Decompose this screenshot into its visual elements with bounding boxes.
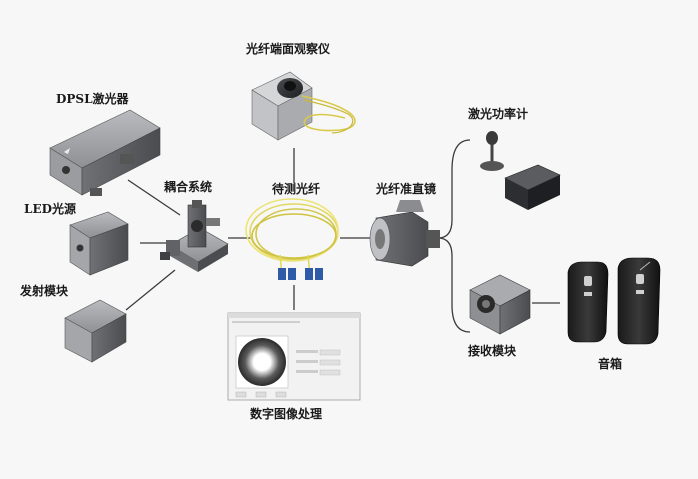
fiber-connectors bbox=[278, 268, 323, 280]
label-collimator: 光纤准直镜 bbox=[376, 182, 437, 196]
label-test-fiber: 待测光纤 bbox=[272, 182, 321, 196]
label-led-source: LED光源 bbox=[24, 202, 76, 216]
fiber-inspector-device bbox=[251, 71, 356, 141]
label-receive-module: 接收模块 bbox=[468, 344, 517, 358]
label-image-processing: 数字图像处理 bbox=[250, 407, 323, 421]
label-power-meter: 激光功率计 bbox=[468, 107, 529, 121]
receive-module-device bbox=[469, 274, 531, 335]
label-dpsl-laser: DPSL激光器 bbox=[56, 92, 129, 106]
label-coupling-system: 耦合系统 bbox=[164, 180, 213, 194]
label-speakers: 音箱 bbox=[598, 357, 623, 371]
test-fiber-coil bbox=[245, 198, 339, 276]
connection-lines bbox=[125, 139, 560, 333]
label-fiber-inspector: 光纤端面观察仪 bbox=[246, 42, 331, 56]
label-transmit-module: 发射模块 bbox=[20, 284, 69, 298]
speakers-device bbox=[567, 257, 661, 345]
image-processing-window bbox=[227, 312, 361, 401]
power-meter-device bbox=[480, 131, 561, 210]
led-source-device bbox=[69, 211, 129, 276]
transmit-module-device bbox=[64, 299, 127, 363]
dpsl-laser-device bbox=[49, 109, 161, 196]
coupling-system-device bbox=[160, 200, 229, 272]
collimator-device bbox=[369, 200, 440, 267]
